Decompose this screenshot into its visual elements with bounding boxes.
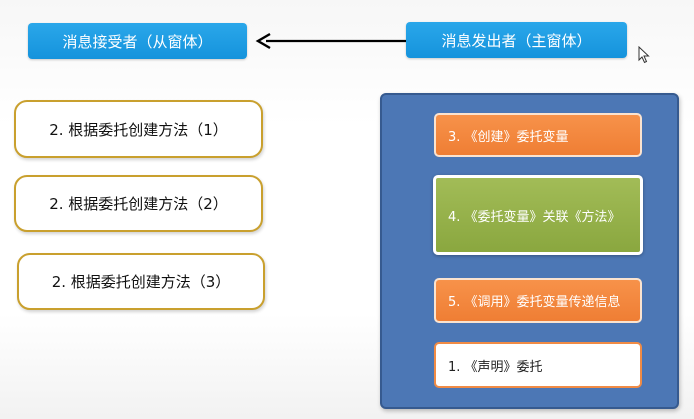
method-box-2: 2. 根据委托创建方法（2） (14, 175, 263, 232)
step-declare-delegate: 1. 《声明》委托 (434, 342, 642, 388)
step-label: 5. 《调用》委托变量传递信息 (448, 295, 621, 310)
method-box-1: 2. 根据委托创建方法（1） (14, 100, 263, 158)
sender-header: 消息发出者（主窗体） (406, 22, 627, 58)
method-label: 2. 根据委托创建方法（3） (51, 273, 231, 291)
step-create-delegate-variable: 3. 《创建》委托变量 (434, 113, 642, 157)
step-invoke-delegate: 5. 《调用》委托变量传递信息 (434, 278, 642, 323)
step-label: 4. 《委托变量》关联《方法》 (448, 209, 621, 225)
receiver-header: 消息接受者（从窗体） (28, 23, 247, 59)
method-label: 2. 根据委托创建方法（2） (49, 195, 228, 213)
mouse-cursor-icon (638, 46, 650, 64)
arrow-left-icon (255, 32, 406, 50)
step-associate-method: 4. 《委托变量》关联《方法》 (433, 175, 643, 255)
sender-label: 消息发出者（主窗体） (441, 31, 592, 50)
method-label: 2. 根据委托创建方法（1） (49, 120, 228, 139)
receiver-label: 消息接受者（从窗体） (62, 32, 213, 51)
step-label: 3. 《创建》委托变量 (448, 129, 569, 145)
method-box-3: 2. 根据委托创建方法（3） (17, 253, 265, 310)
step-label: 1. 《声明》委托 (448, 359, 543, 375)
